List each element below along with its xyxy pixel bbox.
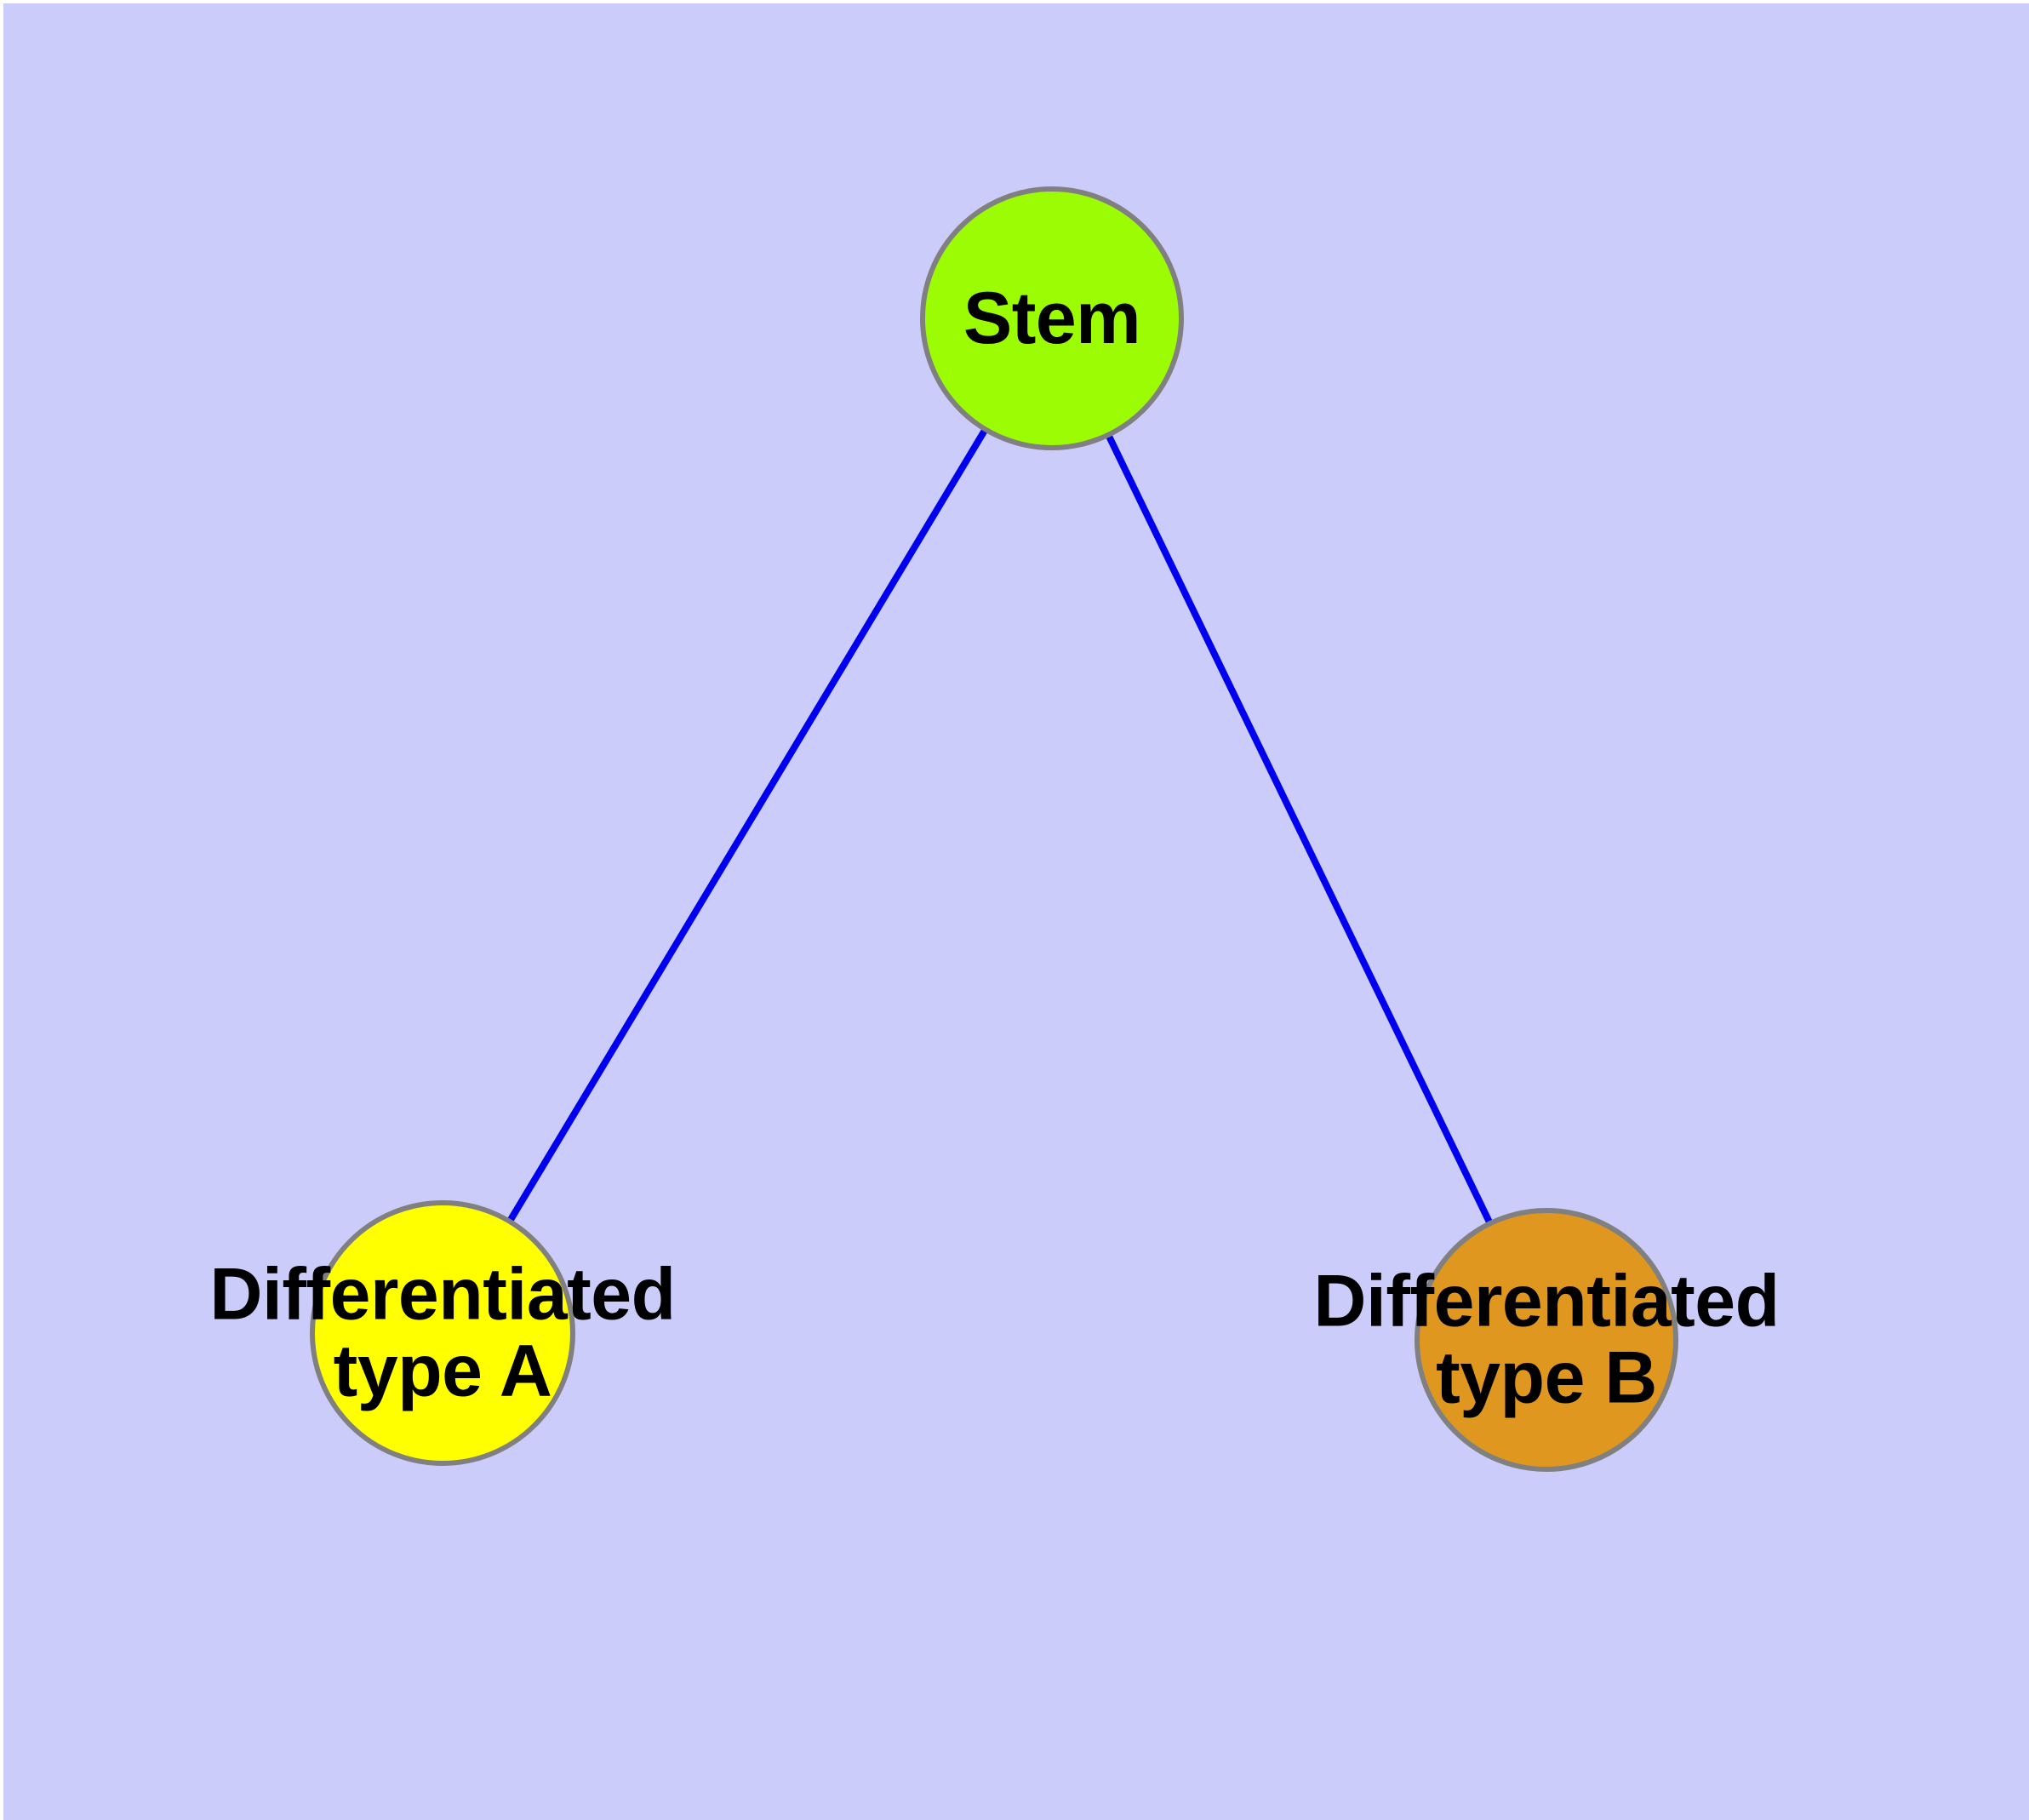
edge-layer xyxy=(439,316,1550,1342)
edge-stem-to-differentiated-type-a[interactable] xyxy=(439,316,1055,1336)
edge-stem-to-differentiated-type-b[interactable] xyxy=(1049,317,1550,1342)
node-differentiated-type-b[interactable] xyxy=(1415,1208,1678,1472)
node-stem[interactable] xyxy=(920,186,1184,450)
node-layer xyxy=(310,186,1678,1472)
node-differentiated-type-a[interactable] xyxy=(310,1200,575,1466)
